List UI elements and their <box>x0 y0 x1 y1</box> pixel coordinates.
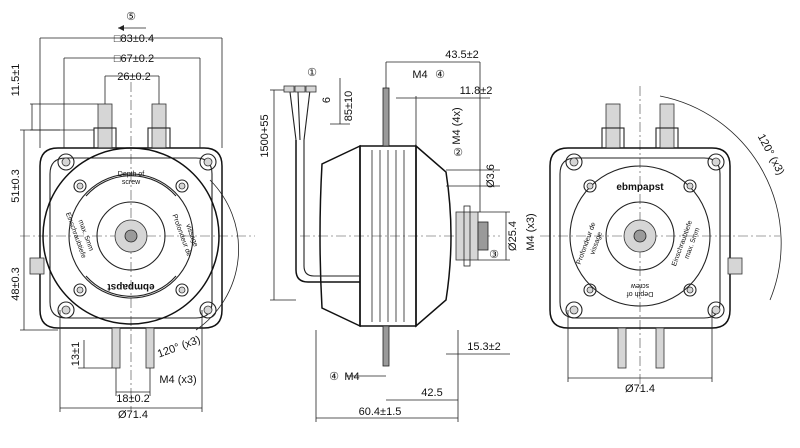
front-dimension-lines <box>20 25 239 412</box>
rear-dim-angle: 120° (x3) <box>755 132 787 177</box>
front-dim-angle: 120° (x3) <box>156 334 202 361</box>
front-dim-26: 26±0.2 <box>117 71 151 83</box>
front-screw-top-left <box>57 153 75 171</box>
rear-hub-ring <box>605 201 675 271</box>
side-dim-42-5: 42.5 <box>421 387 442 399</box>
side-lead-wires <box>283 85 360 283</box>
front-screw-bottom-left <box>57 301 75 319</box>
side-dim-m4-4x: M4 (4x) <box>451 107 463 144</box>
side-shaft <box>477 221 489 251</box>
rear-engraving-depth-2: screw <box>630 282 649 289</box>
rear-screw-top-right <box>707 153 725 171</box>
side-callout-4-top: ④ <box>435 69 445 81</box>
rear-right-tab <box>727 257 743 275</box>
rear-top-pins <box>601 103 679 149</box>
front-screw-low-right <box>175 283 189 297</box>
side-dim-m4-3x: M4 (x3) <box>525 213 537 250</box>
rear-outer-ring <box>569 165 711 307</box>
rear-screw-mid-right <box>683 179 697 193</box>
front-slot-top <box>85 175 177 197</box>
rear-engraving-depth-1: Depth of <box>627 290 654 297</box>
front-housing-outline <box>39 147 223 329</box>
front-inner-ring <box>68 173 194 299</box>
side-rear-cover <box>415 144 452 328</box>
front-screw-mid-left <box>73 179 87 193</box>
side-dim-1500: 1500+55 <box>259 114 271 157</box>
front-dim-11-5: 11.5±1 <box>10 64 22 97</box>
side-callout-1: ① <box>307 67 317 79</box>
side-front-cover <box>319 144 361 328</box>
side-top-stud <box>382 87 390 147</box>
front-dim-thread: M4 (x3) <box>159 374 196 386</box>
rear-bottom-pins <box>617 327 665 369</box>
front-screw-mid-right <box>175 179 189 193</box>
front-engraving-depth-2: screw <box>122 179 141 186</box>
front-left-tab <box>29 257 45 275</box>
rear-dim-diameter: Ø71.4 <box>625 383 655 395</box>
front-screw-top-right <box>199 153 217 171</box>
side-callout-2: ② <box>453 147 463 159</box>
front-shaft <box>124 229 138 243</box>
side-view: 43.5±2 M4 ④ 11.8±2 ① 6 85±10 1500+55 M4 … <box>259 49 537 422</box>
front-screw-bottom-right <box>199 301 217 319</box>
front-dim-diameter: Ø71.4 <box>118 409 148 421</box>
front-dim-51: 51±0.3 <box>10 169 22 203</box>
front-engraving-depth-1: Depth of <box>118 171 145 178</box>
front-top-pins <box>93 103 171 149</box>
rear-screw-top-left <box>565 153 583 171</box>
side-dim-15-3: 15.3±2 <box>467 341 501 353</box>
rear-logo: ebmpapst <box>616 182 664 193</box>
rear-dimension-lines <box>567 95 782 382</box>
front-dim-18: 18±0.2 <box>116 393 150 405</box>
front-dim-83: □83±0.4 <box>114 33 154 45</box>
side-dim-m4-top: M4 <box>412 69 427 81</box>
front-callout-5: ⑤ <box>126 11 136 23</box>
side-dim-11-8: 11.8±2 <box>460 85 493 97</box>
front-bottom-pins <box>111 327 155 369</box>
front-dim-67: □67±0.2 <box>114 53 154 65</box>
side-windings <box>371 150 405 322</box>
front-slot-bottom <box>85 275 177 297</box>
side-dim-6: 6 <box>321 97 333 103</box>
front-view: Depth of screw Einschraubtiefe max. 5mm … <box>10 11 255 421</box>
front-dim-48: 48±0.3 <box>10 267 22 301</box>
side-dim-85: 85±10 <box>343 91 355 122</box>
side-clip <box>463 205 471 267</box>
side-bearing-boss <box>455 211 479 261</box>
side-dim-43-5: 43.5±2 <box>445 49 479 61</box>
side-dimension-lines <box>270 61 510 422</box>
rear-screw-mid-left <box>583 179 597 193</box>
side-callout-4-bottom: ④ <box>329 371 339 383</box>
rear-view: ebmpapst Einschraubtiefe max. 5mm Profon… <box>540 86 786 395</box>
side-dim-3-6: Ø3.6 <box>485 164 497 188</box>
side-dim-m4-bottom: M4 <box>344 371 359 383</box>
front-dim-13: 13±1 <box>70 342 82 366</box>
front-logo: ebmpapst <box>107 281 155 292</box>
side-callout-3: ③ <box>489 249 499 261</box>
front-mounting-circle <box>42 147 220 325</box>
rear-shaft <box>633 229 647 243</box>
rear-screw-low-left <box>583 283 597 297</box>
front-hub-ring <box>96 201 166 271</box>
rear-screw-bottom-right <box>707 301 725 319</box>
side-dim-25-4: Ø25.4 <box>507 221 519 251</box>
front-screw-low-left <box>73 283 87 297</box>
side-dim-60-4: 60.4±1.5 <box>359 406 402 418</box>
rear-screw-bottom-left <box>565 301 583 319</box>
side-bottom-stud <box>382 325 390 367</box>
rear-screw-low-right <box>683 283 697 297</box>
